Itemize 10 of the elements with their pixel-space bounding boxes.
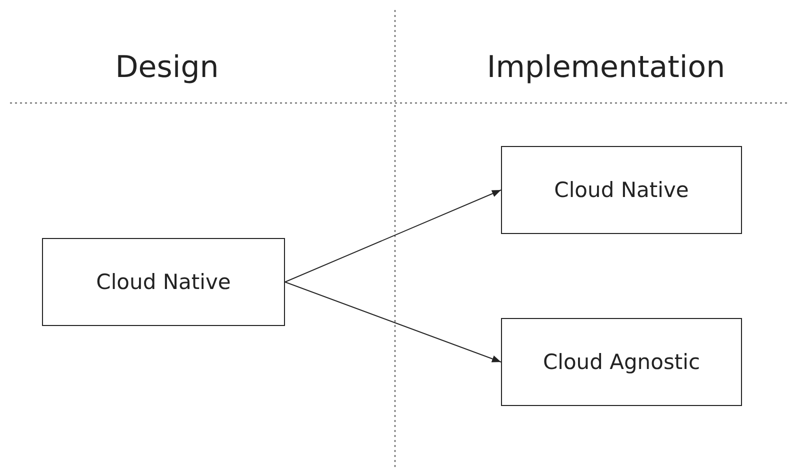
column-heading: Design — [115, 50, 219, 85]
process-box — [501, 318, 742, 406]
process-box — [42, 238, 285, 326]
process-box — [501, 146, 742, 234]
column-heading: Implementation — [486, 50, 726, 85]
arrow — [284, 190, 502, 282]
box-label: Cloud Agnostic — [542, 350, 700, 374]
box-label: Cloud Native — [554, 178, 689, 202]
box-label: Cloud Native — [96, 270, 231, 294]
arrow — [284, 282, 502, 362]
